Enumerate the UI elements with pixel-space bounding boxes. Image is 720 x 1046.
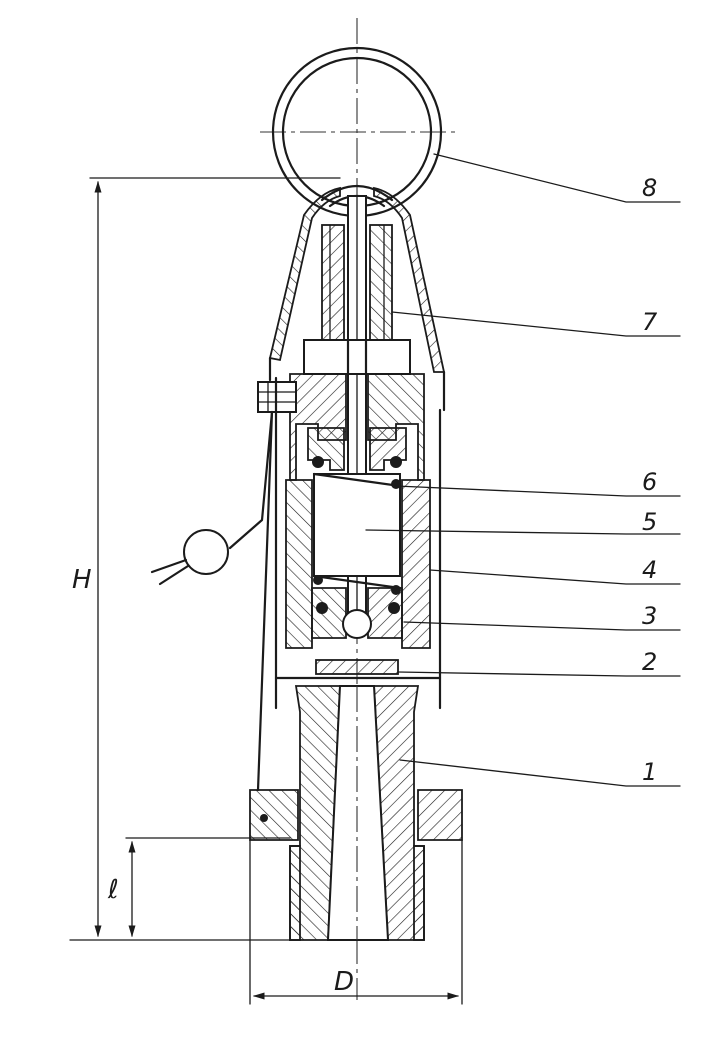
adjusting-nut: [303, 338, 411, 376]
callout-8: 8: [642, 174, 657, 202]
callout-6: 6: [642, 468, 657, 496]
dimension-l-label: ℓ: [107, 875, 119, 905]
base-flange: [249, 789, 463, 941]
valve-plate: [274, 659, 442, 680]
upper-spring-seat: [307, 427, 407, 471]
callout-7: 7: [642, 308, 658, 336]
guide-bushing: [321, 224, 393, 341]
callout-2: 2: [642, 648, 657, 676]
nozzle: [289, 685, 425, 941]
valve-body: [274, 376, 442, 710]
dimension-h-label: H: [72, 565, 92, 595]
lead-seal: [150, 410, 274, 792]
leader-lines: [365, 153, 681, 787]
spring: [312, 472, 402, 595]
callout-1: 1: [642, 758, 657, 786]
cap-shell: [268, 186, 446, 412]
dimension-d-label: D: [334, 967, 354, 997]
callout-4: 4: [642, 556, 657, 584]
dimension-h: [69, 177, 341, 941]
dimension-d: [249, 839, 463, 1005]
lower-spring-seat: [311, 587, 403, 639]
dimension-l: [125, 837, 291, 938]
callout-3: 3: [642, 602, 657, 630]
callout-5: 5: [642, 508, 657, 536]
